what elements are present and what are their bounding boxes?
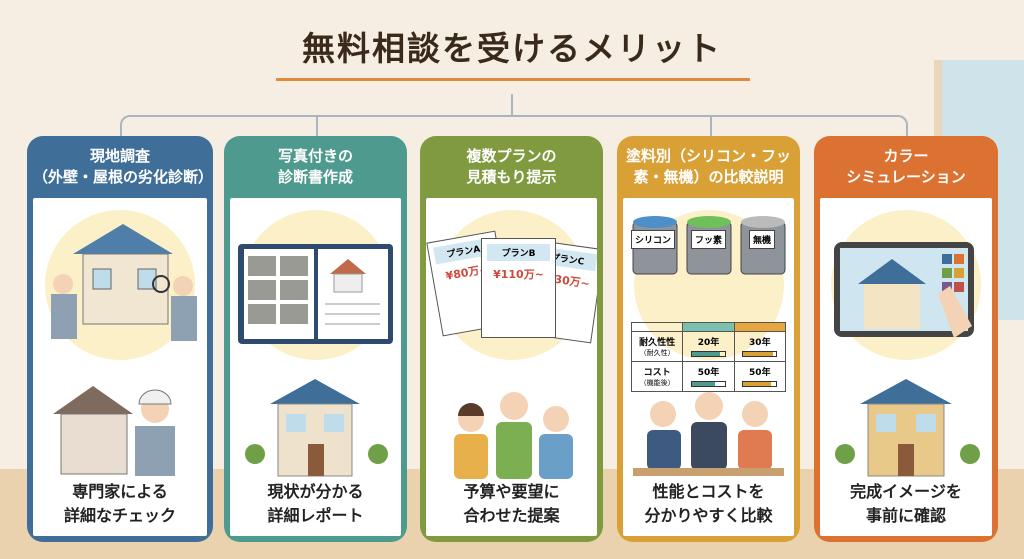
- connector-bar: [120, 115, 908, 137]
- progress-bar: [742, 351, 778, 357]
- connector-2: [316, 115, 318, 137]
- report-binder-illustration: [238, 244, 393, 344]
- card-header: カラー シミュレーション: [846, 147, 966, 186]
- card-header: 塗料別（シリコン・フッ 素・無機）の比較説明: [625, 147, 791, 186]
- consultation-illustration: [633, 392, 784, 476]
- card-color-simulation: カラー シミュレーション 完成イメージを 事前に確認: [814, 136, 998, 542]
- text: （耐久性）: [639, 349, 675, 357]
- text: 50年: [749, 368, 771, 378]
- card-paint-comparison: 塗料別（シリコン・フッ 素・無機）の比較説明 シリコン フッ素 無機 耐久性性（…: [617, 136, 800, 542]
- inspection-house-illustration: [51, 224, 197, 341]
- text: 50年: [697, 368, 720, 378]
- text: 耐久性性: [639, 338, 676, 348]
- card-caption: 専門家による 詳細なチェック: [63, 482, 176, 525]
- card-caption: 予算や要望に 合わせた提案: [463, 482, 560, 525]
- card-caption: 性能とコストを 分かりやすく比較: [644, 482, 773, 525]
- connector-trunk: [511, 94, 513, 116]
- card-caption: 現状が分かる 詳細レポート: [267, 482, 364, 525]
- connector-4: [710, 115, 712, 137]
- card-header: 写真付きの 診断書作成: [277, 147, 353, 186]
- text: プランB: [487, 244, 550, 261]
- can-label-silicone: シリコン: [631, 230, 676, 249]
- table-row: コスト（機能後） 50年 50年: [632, 361, 785, 391]
- progress-bar: [690, 381, 727, 387]
- card-header: 複数プランの 見積もり提示: [466, 147, 557, 186]
- text: コスト: [643, 368, 671, 378]
- house-illustration: [835, 379, 980, 477]
- card-site-survey: 現地調査 （外壁・屋根の劣化診断） 専門家による 詳細なチェック: [27, 136, 213, 542]
- card-estimates: 複数プランの 見積もり提示 プランA¥80万~ プランC¥130万~ プランB¥…: [420, 136, 603, 542]
- comparison-table: 耐久性性（耐久性） 20年 30年 コスト（機能後） 50年 50年: [631, 322, 786, 392]
- page-title: 無料相談を受けるメリット: [302, 29, 722, 68]
- plan-sheet-b: プランB ¥110万~: [481, 238, 556, 338]
- title-underline: [276, 78, 750, 81]
- progress-bar: [690, 351, 727, 357]
- text: 30年: [749, 338, 771, 348]
- paint-cans-illustration: [632, 216, 786, 275]
- house-illustration: [245, 379, 388, 477]
- card-header: 現地調査 （外壁・屋根の劣化診断）: [33, 147, 214, 186]
- text: ¥110万~: [493, 268, 544, 281]
- card-caption: 完成イメージを 事前に確認: [850, 482, 962, 525]
- inspector-illustration: [53, 386, 175, 476]
- text: 20年: [697, 338, 720, 348]
- can-label-fluorine: フッ素: [691, 230, 727, 249]
- progress-bar: [742, 381, 778, 387]
- card-report: 写真付きの 診断書作成 現状が分かる 詳細レポート: [224, 136, 407, 542]
- text: （機能後）: [639, 379, 675, 387]
- tablet-simulation-illustration: [834, 242, 974, 338]
- family-illustration: [454, 392, 573, 479]
- can-label-inorganic: 無機: [749, 230, 776, 249]
- table-row: 耐久性性（耐久性） 20年 30年: [632, 331, 785, 361]
